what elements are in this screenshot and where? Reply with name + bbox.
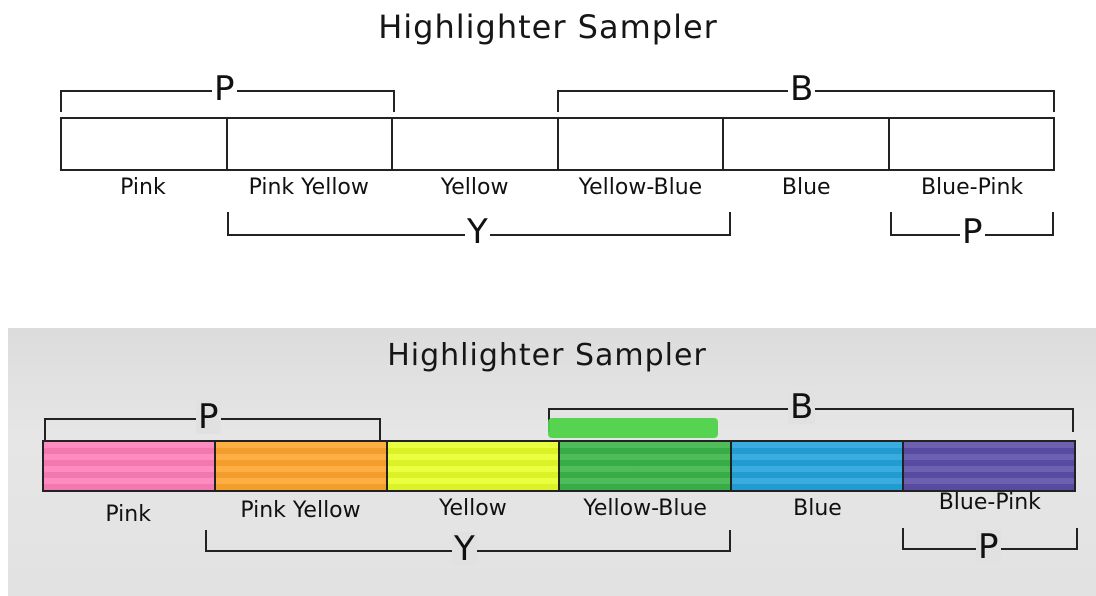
swatch-yellow (388, 442, 560, 490)
p-bracket-letter-bottom: P (960, 212, 985, 252)
p-bracket-letter-top: P (212, 69, 237, 109)
green-highlight-stroke (548, 418, 718, 438)
photo-label-yellow-blue: Yellow-Blue (583, 496, 707, 521)
blank-swatch-blue-pink (889, 119, 1053, 169)
photo-label-blue-pink: Blue-Pink (938, 490, 1041, 515)
swatch-blue-pink (904, 442, 1074, 490)
photo-label-pink-yellow: Pink Yellow (240, 498, 361, 523)
photo-label-pink: Pink (105, 502, 151, 527)
y-bracket-letter-bottom-photo: Y (452, 529, 477, 569)
y-bracket-letter-bottom: Y (465, 212, 490, 252)
label-yellow-blue: Yellow-Blue (578, 175, 703, 200)
colored-swatch-labels: Pink Pink Yellow Yellow Yellow-Blue Blue… (42, 490, 1076, 527)
blank-swatch-pink-yellow (227, 119, 393, 169)
label-blue: Blue (781, 175, 831, 200)
p-bracket-letter-top-photo: P (196, 397, 221, 437)
swatch-pink-yellow (216, 442, 388, 490)
photo-label-blue: Blue (793, 496, 842, 521)
label-yellow: Yellow (440, 175, 509, 200)
b-bracket-letter-top: B (788, 69, 816, 109)
b-bracket-letter-top-photo: B (788, 387, 816, 427)
blank-swatch-pink (62, 119, 228, 169)
blank-swatch-yellow (393, 119, 559, 169)
swatch-blue (732, 442, 904, 490)
blank-sampler-panel: Highlighter Sampler P B Pink Pink Yellow… (60, 8, 1055, 252)
label-blue-pink: Blue-Pink (920, 175, 1024, 200)
swatch-pink (44, 442, 216, 490)
photo-label-yellow: Yellow (438, 496, 507, 521)
sampler-title: Highlighter Sampler (378, 8, 718, 46)
swatch-yellow-blue (560, 442, 732, 490)
blank-swatch-strip (60, 117, 1055, 171)
blank-swatch-yellow-blue (558, 119, 724, 169)
label-pink: Pink (120, 175, 166, 200)
blank-swatch-blue (724, 119, 890, 169)
blank-swatch-labels: Pink Pink Yellow Yellow Yellow-Blue Blue… (60, 175, 1055, 200)
p-bracket-letter-bottom-photo: P (976, 527, 1001, 567)
label-pink-yellow: Pink Yellow (248, 175, 369, 200)
colored-swatch-strip (42, 440, 1076, 492)
sampler-title-photo: Highlighter Sampler (387, 338, 707, 373)
